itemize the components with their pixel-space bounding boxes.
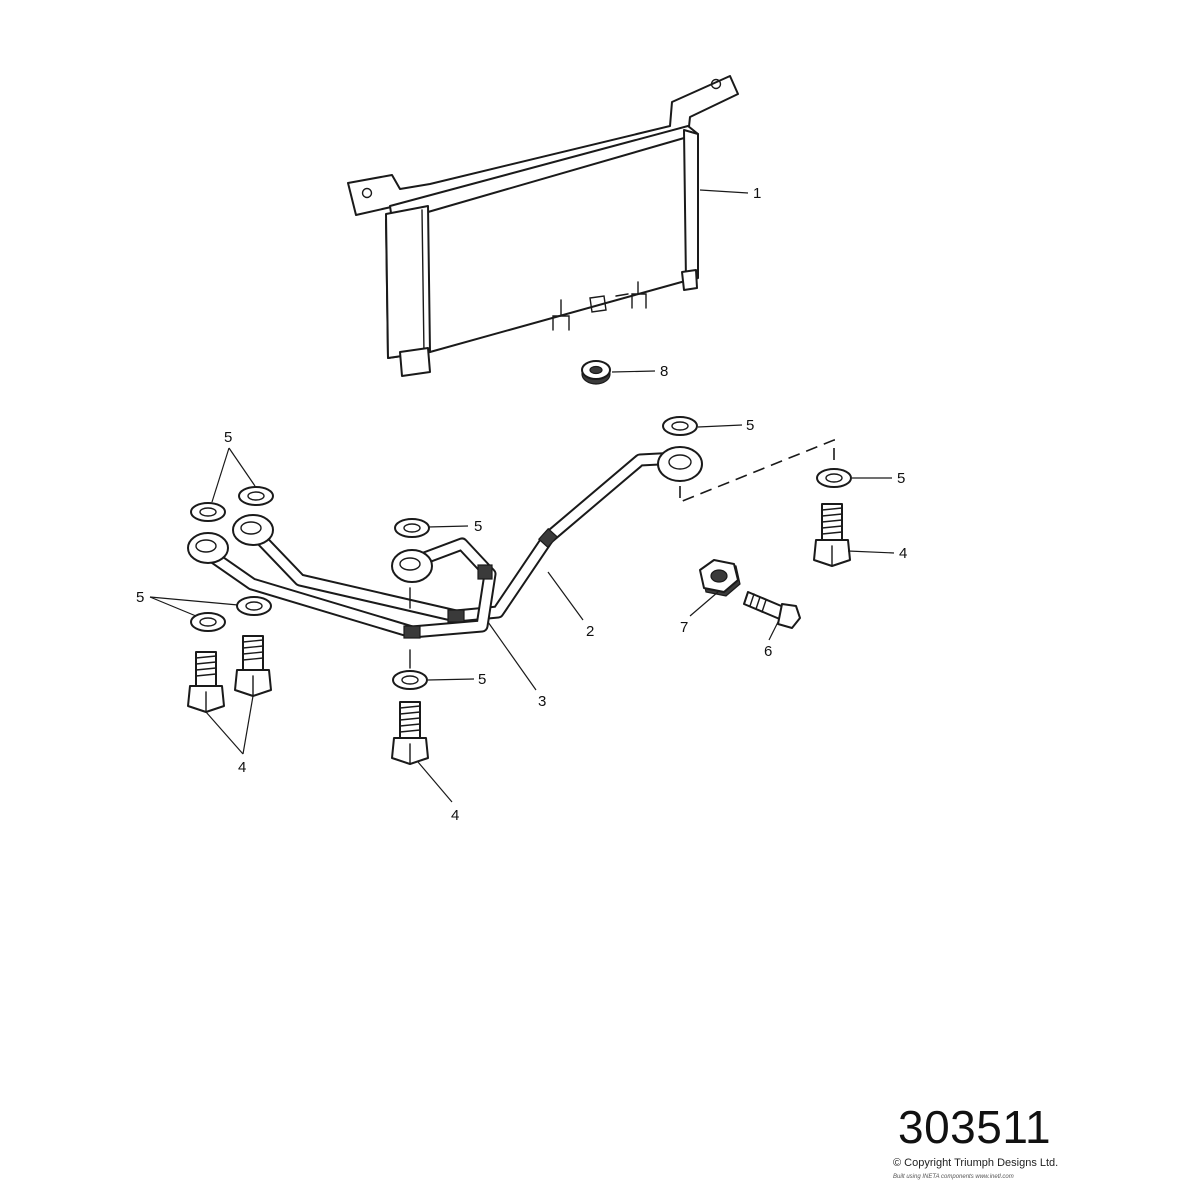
callout-5: 5: [746, 417, 754, 434]
grommet: [581, 360, 611, 385]
banjo-bolt: [187, 503, 851, 765]
copyright-notice: © Copyright Triumph Designs Ltd.: [893, 1157, 1059, 1169]
leader-lines: [149, 189, 895, 803]
oil-pipe-upper: [247, 451, 685, 623]
sealing-washers: [190, 416, 852, 690]
oil-pipe-lower: [199, 537, 497, 639]
callout-labels: 1 8 5 5 5 5 5 5 4 4 4 2 3 7 6: [136, 185, 907, 824]
callout-5: 5: [478, 671, 486, 688]
callout-1: 1: [753, 185, 761, 202]
nut: [699, 559, 741, 597]
callout-4: 4: [451, 807, 459, 824]
callout-5: 5: [474, 518, 482, 535]
callout-7: 7: [680, 619, 688, 636]
callout-3: 3: [538, 693, 546, 710]
bolt: [743, 591, 801, 629]
callout-2: 2: [586, 623, 594, 640]
diagram-number: 303511: [898, 1101, 1052, 1153]
callout-5: 5: [897, 470, 905, 487]
callout-5: 5: [136, 589, 144, 606]
built-with-note: Built using INETA components www.inetl.c…: [893, 1174, 1014, 1180]
callout-5: 5: [224, 429, 232, 446]
banjo-eyes: [187, 446, 703, 583]
callout-4: 4: [238, 759, 246, 776]
callout-6: 6: [764, 643, 772, 660]
oil-cooler-radiator: [347, 75, 739, 377]
callout-8: 8: [660, 363, 668, 380]
callout-4: 4: [899, 545, 907, 562]
